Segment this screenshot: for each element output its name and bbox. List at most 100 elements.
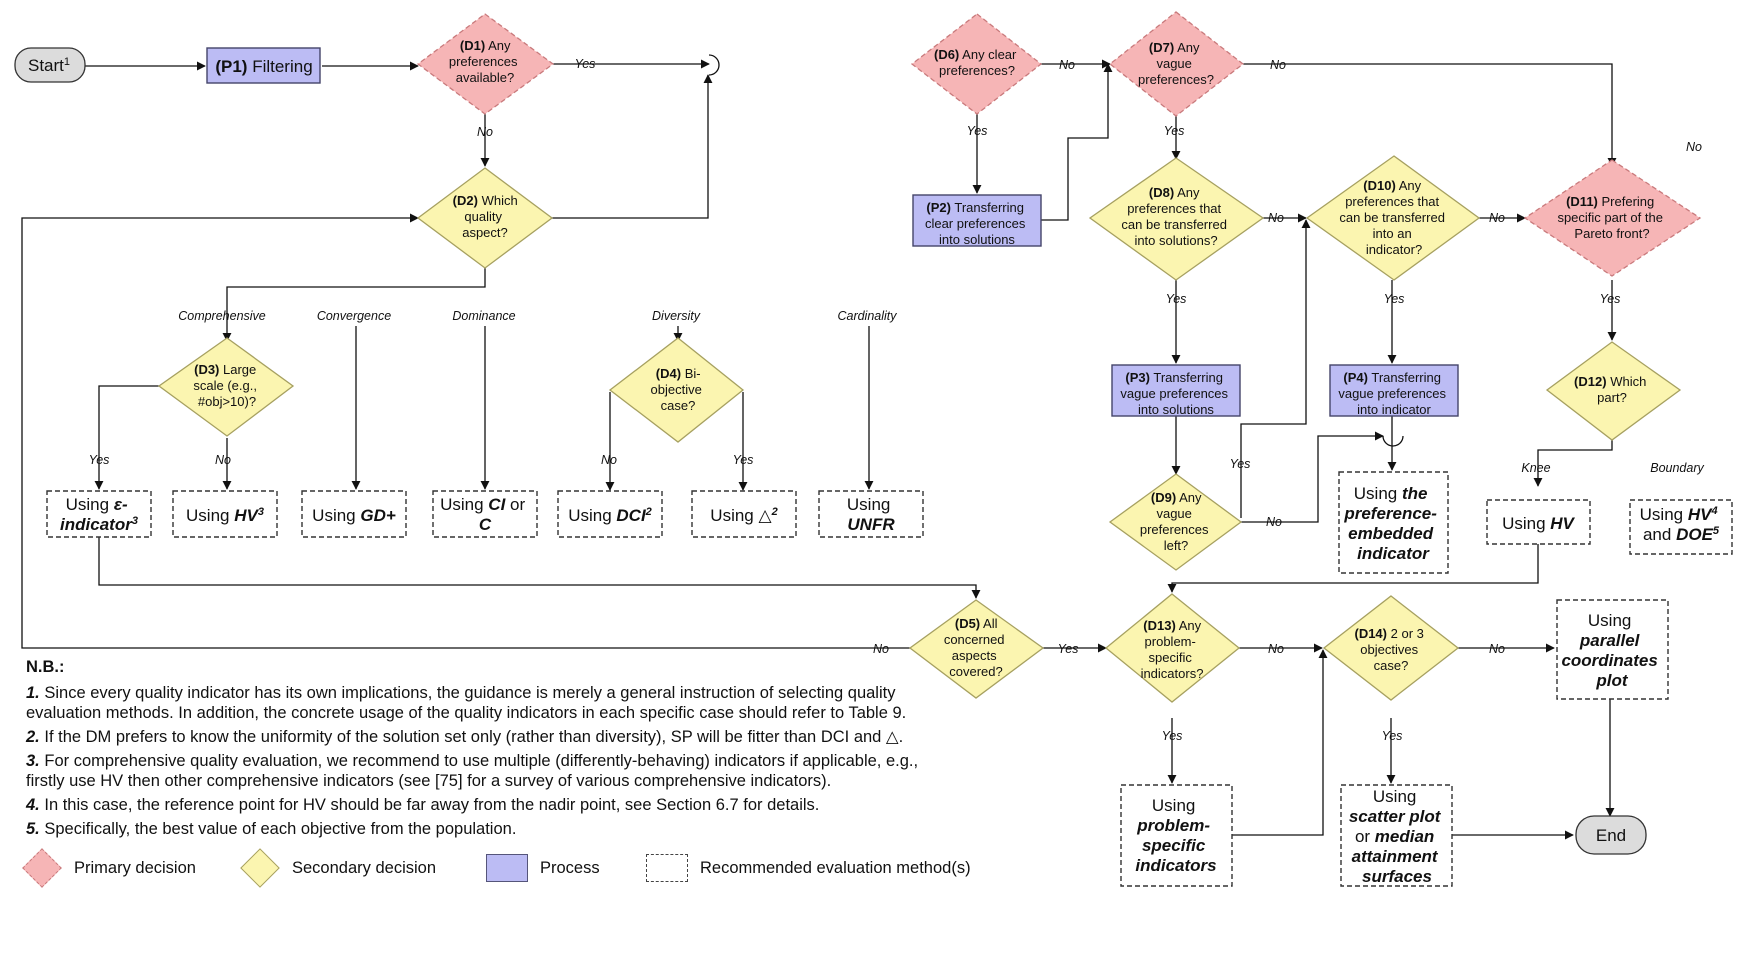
edge-d2-branches	[226, 268, 486, 326]
primary-decision-swatch	[22, 848, 62, 888]
note-3: 3. For comprehensive quality evaluation,…	[26, 751, 926, 791]
method-swatch	[646, 854, 688, 882]
secondary-decision-swatch	[240, 848, 280, 888]
legend-process-label: Process	[540, 858, 600, 877]
start-label: Start	[28, 56, 64, 75]
label-loop-no: No	[1686, 140, 1702, 154]
edge-labels: Yes No No Yes No Yes No No No Yes Yes Ye…	[89, 57, 1705, 743]
svg-text:(D14) 2 or 3 objectives: (D14) 2 or 3 objectives case?	[1354, 626, 1427, 673]
note-3-text: For comprehensive quality evaluation, we…	[26, 752, 919, 790]
svg-text:(D13) Any problem-: (D13) Any problem- specific indicators?	[1141, 618, 1205, 681]
edge-crossing-hop-2	[1382, 435, 1404, 447]
svg-text:(D3) Large scale (e.g.,: (D3) Large scale (e.g., #obj>10)?	[193, 362, 260, 409]
note-2: 2. If the DM prefers to know the uniform…	[26, 727, 926, 747]
method-texts: Using ε- indicator3 Using HV3 Using GD+ …	[60, 484, 1723, 886]
note-2-num: 2.	[26, 728, 40, 746]
method-eps-text: Using ε- indicator3	[60, 495, 138, 534]
method-pref-text: Using the preference- embedded indicator	[1343, 484, 1441, 563]
svg-text:(D5) All concerned: (D5) All concerned aspects covered?	[944, 616, 1008, 679]
legend-primary: Primary decision	[22, 848, 196, 888]
notes-title: N.B.:	[26, 658, 65, 676]
method-delta-text: Using △2	[710, 506, 777, 525]
svg-text:(P2) Transferring clear: (P2) Transferring clear preferences into…	[925, 200, 1029, 247]
decision-d2: (D2) Which quality aspect?	[416, 167, 554, 269]
end-node: End	[1575, 815, 1647, 855]
note-1-num: 1.	[26, 684, 40, 702]
label-d3-yes: Yes	[89, 453, 110, 467]
method-unfr-box	[818, 490, 924, 538]
label-d6-no: No	[1059, 58, 1075, 72]
label-d13-no: No	[1268, 642, 1284, 656]
svg-text:(D9) Any vague pre: (D9) Any vague preferences left?	[1140, 490, 1212, 553]
legend-secondary-label: Secondary decision	[292, 858, 437, 877]
note-1-text: Since every quality indicator has its ow…	[26, 684, 907, 722]
label-d9-yes: Yes	[1230, 457, 1251, 471]
methods	[46, 471, 1733, 887]
method-hv-boundary-box	[1629, 499, 1733, 555]
start-sup: 1	[64, 56, 70, 68]
label-d14-yes: Yes	[1382, 729, 1403, 743]
edge-d2-top-loop	[552, 74, 713, 219]
label-convergence: Convergence	[317, 309, 391, 323]
method-hv-knee-box	[1486, 499, 1591, 545]
label-d10-yes: Yes	[1384, 292, 1405, 306]
edge-p2-d7	[1041, 63, 1113, 221]
method-pcp-box	[1556, 599, 1669, 700]
decision-d13: (D13) Any problem- specific indicators?	[1104, 593, 1241, 703]
svg-text:Start1: Start1	[28, 56, 70, 75]
label-d8-no: No	[1268, 211, 1284, 225]
method-eps-box	[46, 490, 152, 538]
edge-methods-merge	[98, 536, 981, 599]
note-4-num: 4.	[26, 796, 40, 814]
edge-crossing-hop	[708, 54, 720, 76]
svg-text:(P3) Transferring vague: (P3) Transferring vague preferences into…	[1120, 370, 1231, 417]
method-dci-box	[557, 490, 663, 538]
legend-primary-label: Primary decision	[74, 858, 196, 877]
edge-d3-yes	[94, 385, 159, 490]
edges	[21, 54, 1617, 840]
decision-d10: (D10) Any preferences that can be transf…	[1305, 155, 1481, 281]
svg-text:(D4) Bi- objective: (D4) Bi- objective case?	[651, 366, 706, 413]
label-d5-no: No	[873, 642, 889, 656]
svg-text:(D7) Any vague pre: (D7) Any vague preferences?	[1138, 40, 1214, 87]
end-label: End	[1596, 826, 1626, 845]
edge-d12-branches	[1533, 435, 1613, 487]
svg-text:(D6) Any clear preferenc: (D6) Any clear preferences?	[934, 47, 1020, 78]
method-hv-boundary-text: Using HV4 and DOE5	[1640, 499, 1723, 544]
decision-d5: (D5) All concerned aspects covered?	[908, 599, 1045, 699]
decision-d12: (D12) Which part?	[1545, 341, 1682, 441]
decision-d3: (D3) Large scale (e.g., #obj>10)?	[157, 337, 295, 437]
method-pref-box	[1338, 471, 1449, 574]
method-prob-box	[1120, 784, 1233, 887]
note-5-text: Specifically, the best value of each obj…	[44, 820, 517, 838]
note-2-text: If the DM prefers to know the uniformity…	[44, 728, 904, 746]
legend-process: Process	[486, 848, 600, 888]
label-knee: Knee	[1521, 461, 1550, 475]
label-d11-yes: Yes	[1600, 292, 1621, 306]
label-d14-no: No	[1489, 642, 1505, 656]
method-ci-box	[432, 490, 538, 538]
label-d1-yes: Yes	[575, 57, 596, 71]
decision-d6: (D6) Any clear preferences?	[910, 13, 1043, 115]
process-p4: (P4) Transferring vague preferences into…	[1329, 364, 1459, 417]
note-3-num: 3.	[26, 752, 40, 770]
svg-text:(P1) Filtering: (P1) Filtering	[215, 57, 312, 76]
svg-text:(P4) Transferring vague: (P4) Transferring vague preferences into…	[1338, 370, 1449, 417]
method-hv3-text: Using HV3	[186, 506, 264, 525]
method-delta-box	[691, 490, 797, 538]
footnotes: N.B.: 1. Since every quality indicator h…	[26, 657, 926, 843]
method-scatter-text: Using scatter plot or median attainment …	[1349, 787, 1445, 886]
decision-d9: (D9) Any vague preferences left?	[1108, 473, 1243, 571]
method-gd-box	[301, 490, 407, 538]
label-d6-yes: Yes	[967, 124, 988, 138]
legend-secondary: Secondary decision	[240, 848, 436, 888]
note-1: 1. Since every quality indicator has its…	[26, 683, 926, 723]
method-scatter-box	[1340, 784, 1453, 887]
edge-d9-d11	[1240, 431, 1384, 523]
method-dci-text: Using DCI2	[568, 506, 652, 525]
legend-method: Recommended evaluation method(s)	[646, 848, 971, 888]
label-d1-no: No	[477, 125, 493, 139]
note-5-num: 5.	[26, 820, 40, 838]
label-d10-no: No	[1489, 211, 1505, 225]
